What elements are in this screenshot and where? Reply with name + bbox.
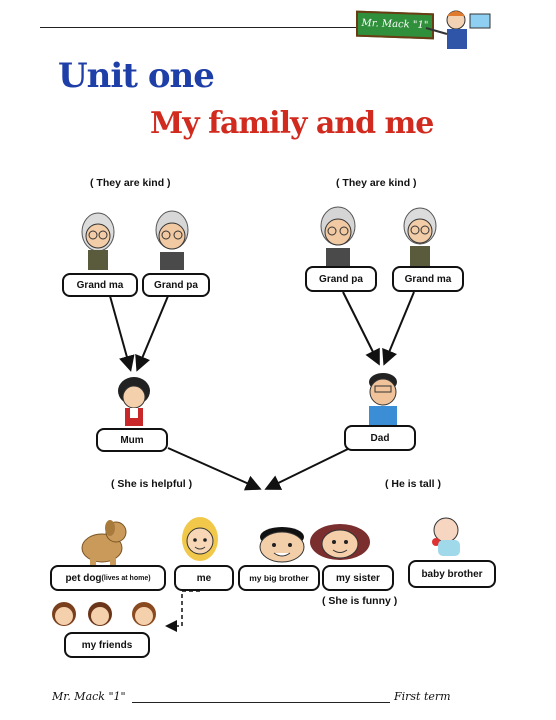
footer-term: First term xyxy=(394,690,451,703)
me-icon xyxy=(182,517,218,561)
pet-dog-label: pet dog xyxy=(65,572,102,584)
grandpa-right-icon xyxy=(320,206,356,268)
friends-connector xyxy=(165,590,200,632)
big-brother-icon xyxy=(259,527,305,563)
unit-title-text: Unit one xyxy=(58,56,215,96)
teacher-icon xyxy=(425,10,491,49)
footer-rule xyxy=(132,702,390,703)
box-dad: Dad xyxy=(344,425,416,451)
note-right-kind: ( They are kind ) xyxy=(336,177,417,189)
note-sister: ( She is funny ) xyxy=(322,595,398,607)
box-grandma-left: Grand ma xyxy=(62,273,138,297)
grandma-left-icon xyxy=(81,212,115,270)
note-dad: ( He is tall ) xyxy=(385,478,442,490)
grandma-right-icon xyxy=(403,207,437,266)
box-me: me xyxy=(174,565,234,591)
lesson-title: My family and me xyxy=(150,106,434,141)
grandpa-left-icon xyxy=(155,210,189,270)
note-mum: ( She is helpful ) xyxy=(111,478,193,490)
box-big-brother: my big brother xyxy=(238,565,320,591)
note-left-kind: ( They are kind ) xyxy=(90,177,171,189)
sister-icon xyxy=(310,524,370,560)
box-pet-dog: pet dog(lives at home) xyxy=(50,565,166,591)
box-sister: my sister xyxy=(322,565,394,591)
box-mum: Mum xyxy=(96,428,168,452)
unit-title: Unit one xyxy=(58,56,215,96)
box-grandma-right: Grand ma xyxy=(392,266,464,292)
family-arrows xyxy=(109,291,415,491)
box-grandpa-right: Grand pa xyxy=(305,266,377,292)
box-friends: my friends xyxy=(64,632,150,658)
lesson-title-text: My family and me xyxy=(150,106,434,141)
baby-brother-icon xyxy=(432,517,460,556)
header-rule xyxy=(40,27,358,28)
box-baby-brother: baby brother xyxy=(408,560,496,588)
mum-icon xyxy=(118,377,150,426)
dad-icon xyxy=(369,373,397,426)
pet-dog-note: (lives at home) xyxy=(101,574,151,582)
footer-author: Mr. Mack "1" xyxy=(52,690,126,703)
box-grandpa-left: Grand pa xyxy=(142,273,210,297)
friends-icon xyxy=(52,602,156,626)
dog-icon xyxy=(81,520,127,568)
